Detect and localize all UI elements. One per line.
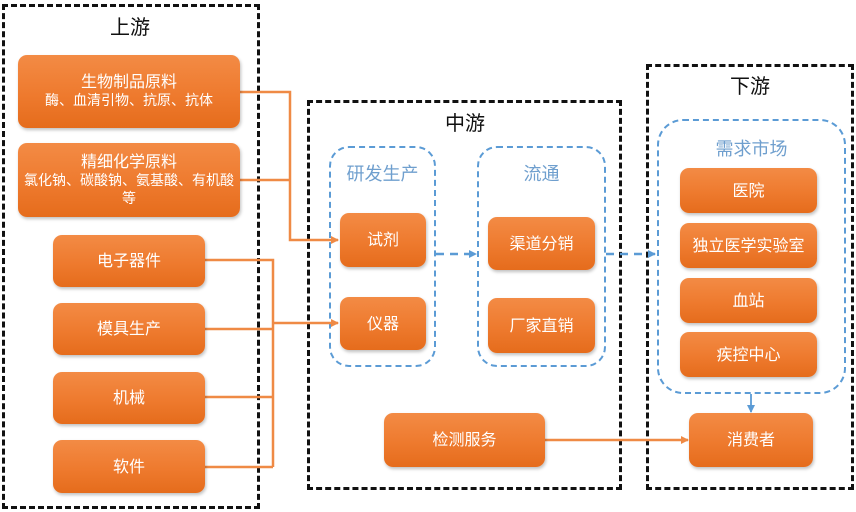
node-direct-sales: 厂家直销 <box>488 298 595 353</box>
node-bio-materials-sub: 酶、血清引物、抗原、抗体 <box>45 93 213 110</box>
node-testing-service: 检测服务 <box>384 413 545 467</box>
node-independent-lab: 独立医学实验室 <box>680 223 817 268</box>
node-cdc: 疾控中心 <box>680 332 817 377</box>
node-instrument: 仪器 <box>340 297 426 350</box>
node-chemical-materials: 精细化学原料 氯化钠、碳酸钠、氨基酸、有机酸等 <box>18 143 240 217</box>
midstream-stage <box>307 100 622 490</box>
demand-market-title: 需求市场 <box>715 139 788 160</box>
node-reagent: 试剂 <box>340 213 426 267</box>
node-electronics: 电子器件 <box>53 235 205 287</box>
node-mold: 模具生产 <box>53 303 205 355</box>
midstream-title: 中游 <box>445 111 485 135</box>
circulation-group <box>477 146 606 367</box>
rd-production-group <box>329 146 436 367</box>
node-chemical-materials-sub: 氯化钠、碳酸钠、氨基酸、有机酸等 <box>24 172 234 207</box>
node-bio-materials-label: 生物制品原料 <box>80 72 177 92</box>
node-bio-materials: 生物制品原料 酶、血清引物、抗原、抗体 <box>18 55 240 128</box>
upstream-title: 上游 <box>110 15 150 39</box>
node-machinery: 机械 <box>53 372 205 424</box>
node-chemical-materials-label: 精细化学原料 <box>80 151 177 171</box>
node-hospital: 医院 <box>680 168 817 213</box>
demand-market-group <box>657 119 846 394</box>
upstream-stage <box>2 4 260 509</box>
downstream-title: 下游 <box>730 74 770 98</box>
node-channel-distribution: 渠道分销 <box>488 217 595 270</box>
node-blood-station: 血站 <box>680 278 817 323</box>
circulation-title: 流通 <box>523 164 560 185</box>
node-consumer: 消费者 <box>689 413 813 467</box>
node-software: 软件 <box>53 440 205 493</box>
downstream-stage <box>646 64 854 490</box>
rd-production-title: 研发生产 <box>346 164 419 185</box>
